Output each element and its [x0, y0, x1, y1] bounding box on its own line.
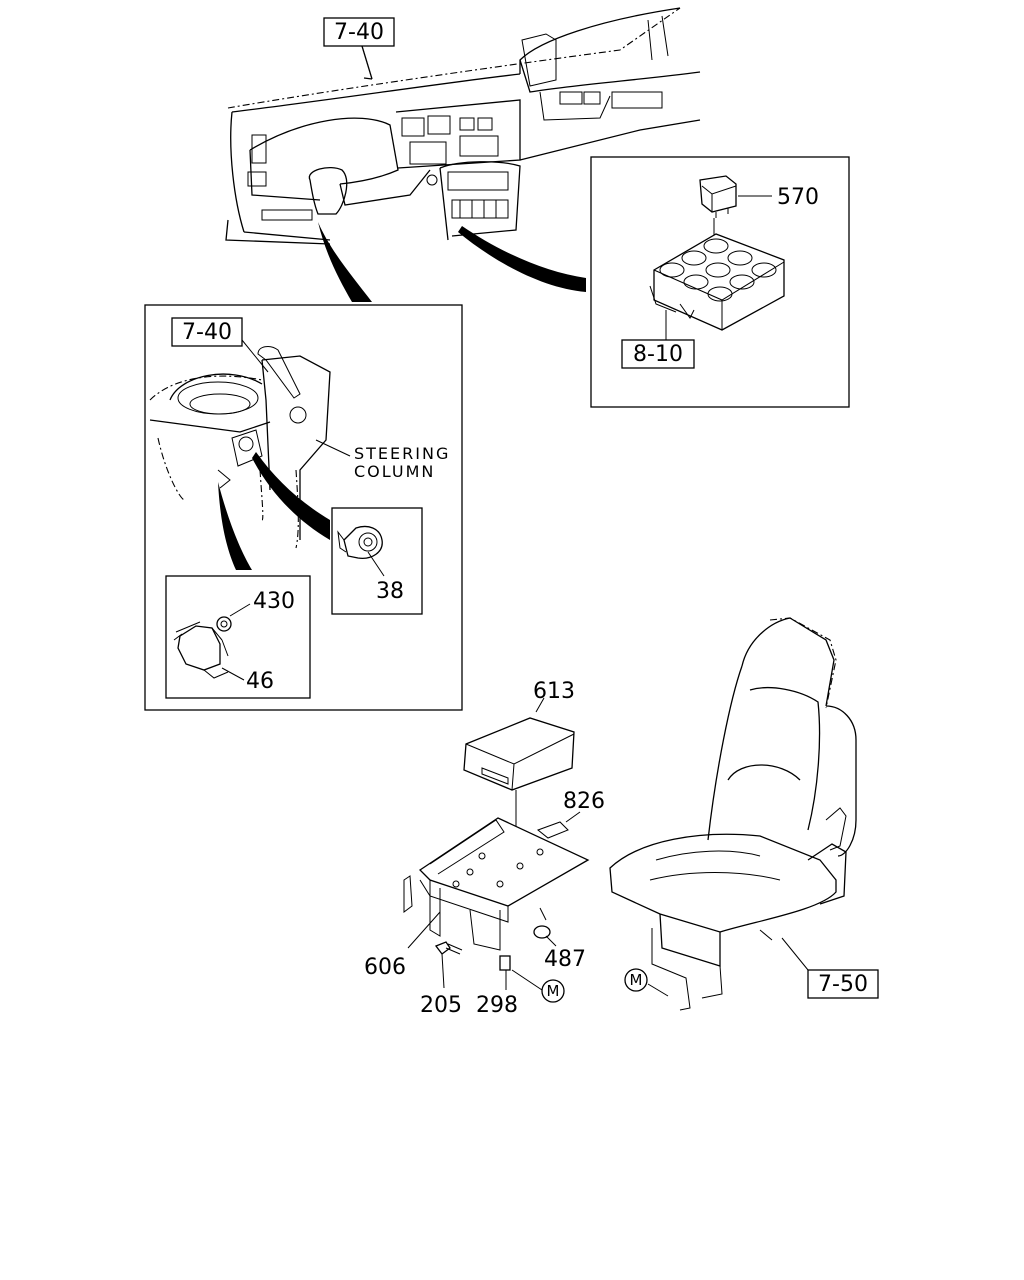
- module-detail: 430 46: [165, 575, 311, 699]
- note-column: COLUMN: [354, 462, 435, 481]
- callout-grommet: 487: [544, 947, 586, 972]
- switch-detail: 38: [331, 507, 423, 615]
- marker-m1: M: [547, 982, 560, 1000]
- callout-ecu: 613: [533, 679, 575, 704]
- ref-box-dash: 7-40: [323, 17, 395, 47]
- relay-inset: 570 8-10: [590, 156, 850, 408]
- callout-switch: 38: [376, 579, 404, 604]
- ref-inset-label: 7-40: [182, 320, 232, 345]
- callout-relay: 570: [777, 185, 819, 210]
- ref-seat-label: 7-50: [818, 972, 868, 997]
- callout-bracket: 46: [246, 669, 274, 694]
- ref-dash-label: 7-40: [334, 20, 384, 45]
- callout-clip2: 298: [476, 993, 518, 1018]
- callout-mount-bracket: 606: [364, 955, 406, 980]
- ref-relay-box-label: 8-10: [633, 342, 683, 367]
- marker-m2: M: [630, 971, 643, 989]
- steering-inset: 7-40 STEERING COLUMN 38: [144, 304, 463, 711]
- seat-illustration: M 7-50: [609, 617, 879, 1011]
- relay-socket-grid: [659, 238, 777, 302]
- callout-clip: 826: [563, 789, 605, 814]
- note-steering: STEERING: [354, 444, 450, 463]
- callout-nut: 430: [253, 589, 295, 614]
- ecu-assembly: 613 826 487 606 205 298 M: [364, 679, 605, 1018]
- dashboard-illustration: [225, 7, 701, 302]
- callout-bolt: 205: [420, 993, 462, 1018]
